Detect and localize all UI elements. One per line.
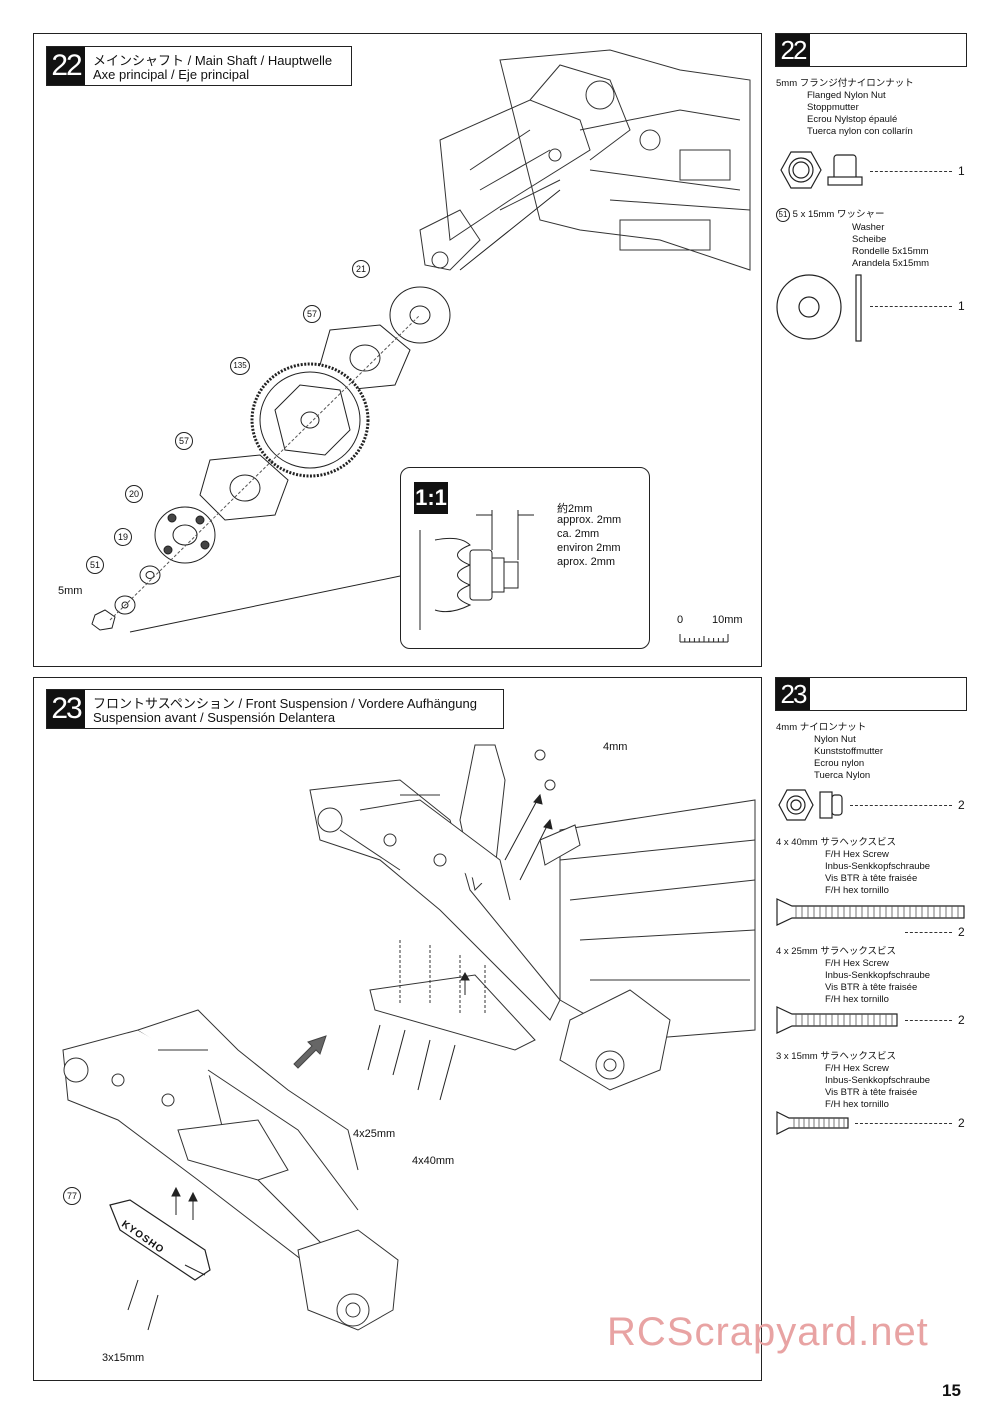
step23-part4-dash: [855, 1123, 952, 1124]
front-bumper-illustration: [109, 1199, 211, 1281]
step23-part2-qty: 2: [958, 925, 965, 939]
step23-part2-label: 4 x 40mm サラヘックスビス F/H Hex Screw Inbus-Se…: [776, 837, 931, 896]
direction-arrow-icon: [293, 1035, 327, 1069]
step23-part1-qty: 2: [958, 798, 965, 812]
step22-title-box: 22 メインシャフト / Main Shaft / Hauptwelle Axe…: [46, 46, 352, 86]
step23-part3-qty: 2: [958, 1013, 965, 1027]
step23-number: 23: [47, 690, 85, 728]
callout-nut-4mm: 4mm: [603, 741, 628, 753]
step23-sidebar-header: 23: [775, 677, 967, 711]
callout-part-57-lower: 57: [175, 432, 193, 450]
watermark: RCScrapyard.net: [607, 1310, 929, 1354]
step22-sidebar-number: 22: [776, 34, 810, 66]
screw-4x40-icon: [776, 898, 965, 926]
detail-label-jp: 約2mm: [557, 503, 593, 515]
step23-part1-label: 4mm ナイロンナット Nylon Nut Kunststoffmutter E…: [776, 722, 883, 781]
scale-ten: 10mm: [712, 614, 743, 626]
washer-icon: [776, 274, 862, 342]
step22-part1-qty: 1: [958, 164, 965, 178]
page-number: 15: [942, 1381, 961, 1400]
detail-label-en: approx. 2mm: [557, 514, 622, 526]
step23-part1-dash: [850, 805, 952, 806]
detail-badge: 1:1: [414, 482, 448, 514]
callout-part-57-upper: 57: [303, 305, 321, 323]
step23-part3-label: 4 x 25mm サラヘックスビス F/H Hex Screw Inbus-Se…: [776, 946, 931, 1005]
step23-sidebar-number: 23: [776, 678, 810, 710]
step23-title-box: 23 フロントサスペンション / Front Suspension / Vord…: [46, 689, 504, 729]
step22-number: 22: [47, 47, 85, 85]
callout-part-21: 21: [352, 260, 370, 278]
step22-part1-dash: [870, 171, 952, 172]
detail-illustration: [419, 510, 534, 630]
step22-title-line1: メインシャフト / Main Shaft / Hauptwelle: [93, 53, 333, 68]
scale-ruler: [679, 634, 729, 643]
callout-part-20: 20: [125, 485, 143, 503]
detail-label-fr: environ 2mm: [557, 542, 621, 554]
callout-screw-3x15: 3x15mm: [102, 1352, 145, 1364]
callout-part-51: 51: [86, 556, 104, 574]
front-suspension-illustration: [309, 744, 756, 1101]
nylon-nut-icon: [778, 789, 843, 821]
screw-4x25-icon: [776, 1006, 898, 1034]
step22-part2-label: 51 5 x 15mm ワッシャー Washer Scheibe Rondell…: [776, 208, 929, 270]
callout-screw-4x25: 4x25mm: [353, 1128, 396, 1140]
step22-sidebar-header: 22: [775, 33, 967, 67]
step23-title-line2: Suspension avant / Suspensión Delantera: [93, 710, 336, 725]
step22-part2-dash: [870, 306, 952, 307]
detail-label-de: ca. 2mm: [557, 528, 600, 540]
callout-nut-5mm: 5mm: [58, 585, 83, 597]
step23-part3-dash: [905, 1020, 952, 1021]
callout-part-135: 135: [230, 357, 250, 375]
step22-title-line2: Axe principal / Eje principal: [93, 67, 250, 82]
screw-3x15-icon: [776, 1111, 849, 1135]
detail-label-es: aprox. 2mm: [557, 556, 616, 568]
step22-part2-qty: 1: [958, 299, 965, 313]
step23-part4-qty: 2: [958, 1116, 965, 1130]
step23-title-line1: フロントサスペンション / Front Suspension / Vordere…: [93, 696, 477, 711]
step22-part1-label: 5mm フランジ付ナイロンナット Flanged Nylon Nut Stopp…: [776, 78, 914, 137]
step23-part2-dash: [905, 932, 952, 933]
step23-part4-label: 3 x 15mm サラヘックスビス F/H Hex Screw Inbus-Se…: [776, 1051, 931, 1110]
callout-part-77: 77: [63, 1187, 81, 1205]
callout-part-19: 19: [114, 528, 132, 546]
callout-screw-4x40: 4x40mm: [412, 1155, 455, 1167]
step22-exploded-parts: [91, 189, 561, 633]
assembled-suspension-illustration: [62, 1009, 399, 1331]
step22-chassis-illustration: [419, 49, 751, 271]
flanged-nylon-nut-icon: [780, 151, 863, 189]
scale-zero: 0: [677, 614, 684, 626]
